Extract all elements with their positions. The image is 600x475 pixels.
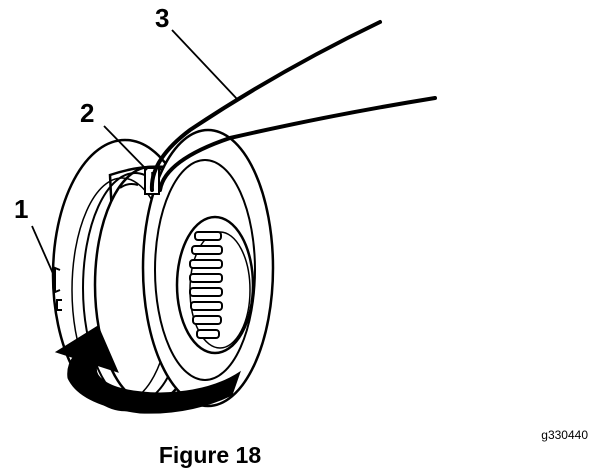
figure-caption: Figure 18 bbox=[158, 442, 262, 468]
leader-lines bbox=[31, 29, 239, 279]
callout-2: 2 bbox=[80, 98, 95, 128]
hub-teeth bbox=[189, 231, 223, 339]
trimmer-lines bbox=[149, 20, 437, 192]
callout-3: 3 bbox=[155, 3, 170, 33]
spool-line-illustration bbox=[31, 20, 437, 414]
rotation-arrow bbox=[54, 325, 241, 414]
figure-id: g330440 bbox=[541, 428, 588, 442]
callout-1: 1 bbox=[14, 194, 29, 224]
